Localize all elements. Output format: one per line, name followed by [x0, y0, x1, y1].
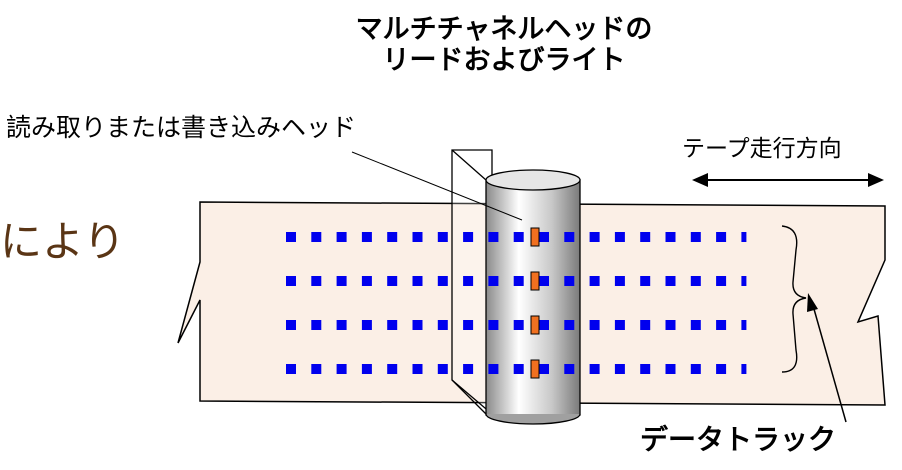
- track-block: [437, 232, 448, 242]
- track-block: [614, 320, 625, 330]
- track-block: [614, 276, 625, 286]
- track-block: [640, 232, 651, 242]
- track-block: [311, 276, 322, 286]
- track-block: [539, 320, 549, 330]
- data-track-label: データトラック: [640, 423, 837, 456]
- track-block: [539, 364, 549, 374]
- head-element: [530, 227, 540, 247]
- track-block: [665, 320, 676, 330]
- track-block: [412, 320, 423, 330]
- track-block: [311, 364, 322, 374]
- track-block: [387, 232, 398, 242]
- partial-body-text: により: [0, 217, 126, 266]
- track-leader-line: [811, 301, 847, 423]
- track-block: [589, 232, 600, 242]
- head-label: 読み取りまたは書き込みヘッド: [6, 113, 357, 142]
- track-block: [286, 320, 296, 330]
- track-block: [716, 364, 727, 374]
- track-block: [741, 276, 747, 286]
- track-block: [690, 320, 701, 330]
- track-brace: [781, 225, 807, 373]
- head-element: [530, 315, 540, 335]
- track-block: [564, 320, 575, 330]
- track-block: [564, 232, 575, 242]
- track-block: [690, 232, 701, 242]
- track-block: [336, 320, 347, 330]
- track-block: [665, 232, 676, 242]
- track-block: [589, 320, 600, 330]
- track-block: [716, 276, 727, 286]
- head-leader-line: [351, 151, 523, 221]
- track-block: [665, 276, 676, 286]
- track-block: [286, 232, 296, 242]
- track-block: [690, 276, 701, 286]
- track-block: [286, 276, 296, 286]
- data-tracks: [286, 232, 747, 374]
- track-block: [387, 320, 398, 330]
- track-block: [539, 276, 549, 286]
- track-block: [361, 364, 372, 374]
- track-block: [412, 364, 423, 374]
- track-block: [539, 232, 549, 242]
- track-block: [589, 276, 600, 286]
- tape-direction-label: テープ走行方向: [682, 136, 842, 162]
- track-block: [463, 364, 474, 374]
- track-block: [741, 232, 747, 242]
- track-block: [361, 320, 372, 330]
- track-block: [564, 364, 575, 374]
- track-block: [412, 232, 423, 242]
- track-block: [463, 320, 474, 330]
- track-block: [463, 276, 474, 286]
- track-block: [614, 364, 625, 374]
- head-element: [530, 359, 540, 379]
- track-block: [716, 320, 727, 330]
- track-block: [716, 232, 727, 242]
- track-block: [361, 276, 372, 286]
- track-block: [361, 232, 372, 242]
- track-block: [387, 276, 398, 286]
- track-block: [665, 364, 676, 374]
- head-elements: [530, 227, 540, 379]
- multichannel-head: [485, 169, 581, 425]
- track-block: [488, 232, 499, 242]
- track-block: [336, 232, 347, 242]
- track-block: [311, 232, 322, 242]
- track-block: [437, 364, 448, 374]
- track-block: [488, 320, 499, 330]
- track-block: [690, 364, 701, 374]
- diagram-title: マルチチャネルヘッドの リードおよびライト: [294, 14, 714, 76]
- track-block: [513, 232, 524, 242]
- track-block: [640, 276, 651, 286]
- head-element: [530, 271, 540, 291]
- track-block: [488, 364, 499, 374]
- track-block: [564, 276, 575, 286]
- track-block: [589, 364, 600, 374]
- track-arrowhead: [807, 293, 818, 312]
- track-block: [640, 364, 651, 374]
- track-block: [513, 364, 524, 374]
- track-block: [336, 364, 347, 374]
- track-block: [640, 320, 651, 330]
- track-block: [336, 276, 347, 286]
- track-block: [463, 232, 474, 242]
- track-block: [311, 320, 322, 330]
- title-line-2: リードおよびライト: [382, 45, 626, 77]
- track-block: [513, 320, 524, 330]
- track-block: [437, 276, 448, 286]
- track-block: [412, 276, 423, 286]
- track-block: [614, 232, 625, 242]
- track-block: [741, 364, 747, 374]
- track-block: [437, 320, 448, 330]
- track-block: [741, 320, 747, 330]
- track-block: [387, 364, 398, 374]
- track-block: [488, 276, 499, 286]
- direction-arrow: [692, 173, 884, 187]
- track-block: [513, 276, 524, 286]
- title-line-1: マルチチャネルヘッドの: [355, 14, 653, 45]
- track-block: [286, 364, 296, 374]
